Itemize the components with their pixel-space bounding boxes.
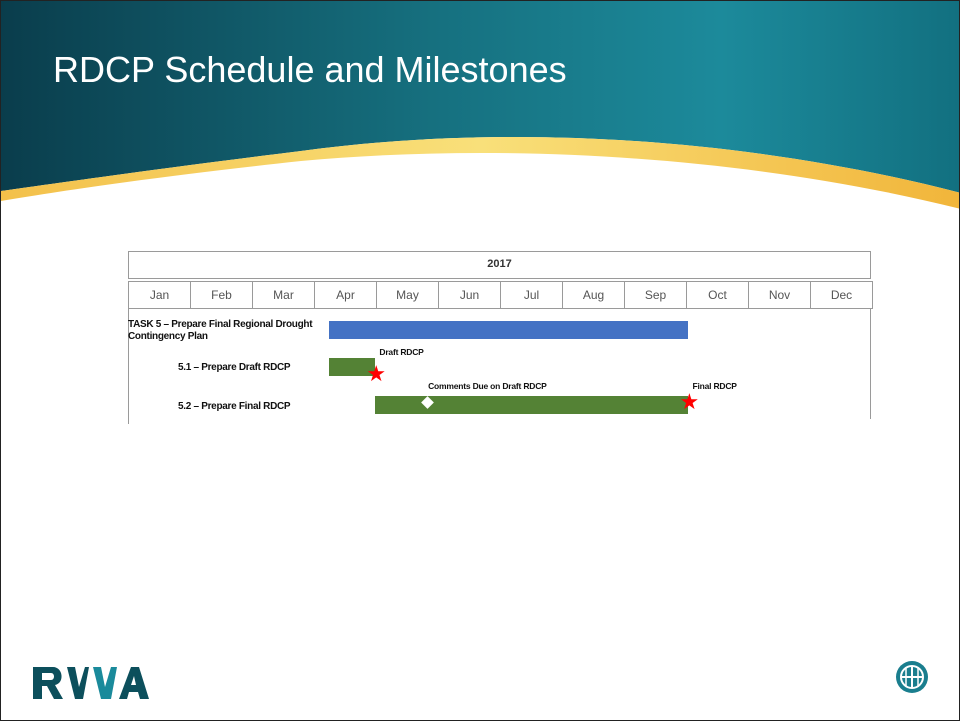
month-oct: Oct xyxy=(686,281,749,309)
month-mar: Mar xyxy=(252,281,315,309)
gantt-bar-5-2 xyxy=(375,396,689,414)
milestone-label: Comments Due on Draft RDCP xyxy=(428,381,547,391)
task-label-5-1: 5.1 – Prepare Draft RDCP xyxy=(178,362,291,373)
milestone-star-icon: ★ xyxy=(366,361,387,386)
month-dec: Dec xyxy=(810,281,873,309)
header-background xyxy=(1,1,959,209)
task-label-5-2: 5.2 – Prepare Final RDCP xyxy=(178,401,291,412)
rwa-logo xyxy=(33,667,149,699)
task-label-task5: TASK 5 – Prepare Final Regional Drought … xyxy=(128,319,313,342)
month-aug: Aug xyxy=(562,281,625,309)
milestone-label: Final RDCP xyxy=(692,381,737,391)
slide-title: RDCP Schedule and Milestones xyxy=(53,49,567,90)
milestone-label: Draft RDCP xyxy=(379,347,424,357)
gantt-bar-5-1 xyxy=(328,358,376,376)
month-apr: Apr xyxy=(314,281,377,309)
month-jun: Jun xyxy=(438,281,501,309)
globe-icon xyxy=(896,661,928,693)
gantt-bar-task5 xyxy=(328,321,689,339)
month-jul: Jul xyxy=(500,281,563,309)
milestone-star-icon: ★ xyxy=(679,389,700,414)
frame-left-line xyxy=(128,309,129,424)
month-jan: Jan xyxy=(128,281,191,309)
year-label: 2017 xyxy=(487,258,512,270)
month-may: May xyxy=(376,281,439,309)
month-sep: Sep xyxy=(624,281,687,309)
month-nov: Nov xyxy=(748,281,811,309)
year-header: 2017 xyxy=(128,251,871,279)
frame-right-line xyxy=(870,309,871,419)
month-feb: Feb xyxy=(190,281,253,309)
